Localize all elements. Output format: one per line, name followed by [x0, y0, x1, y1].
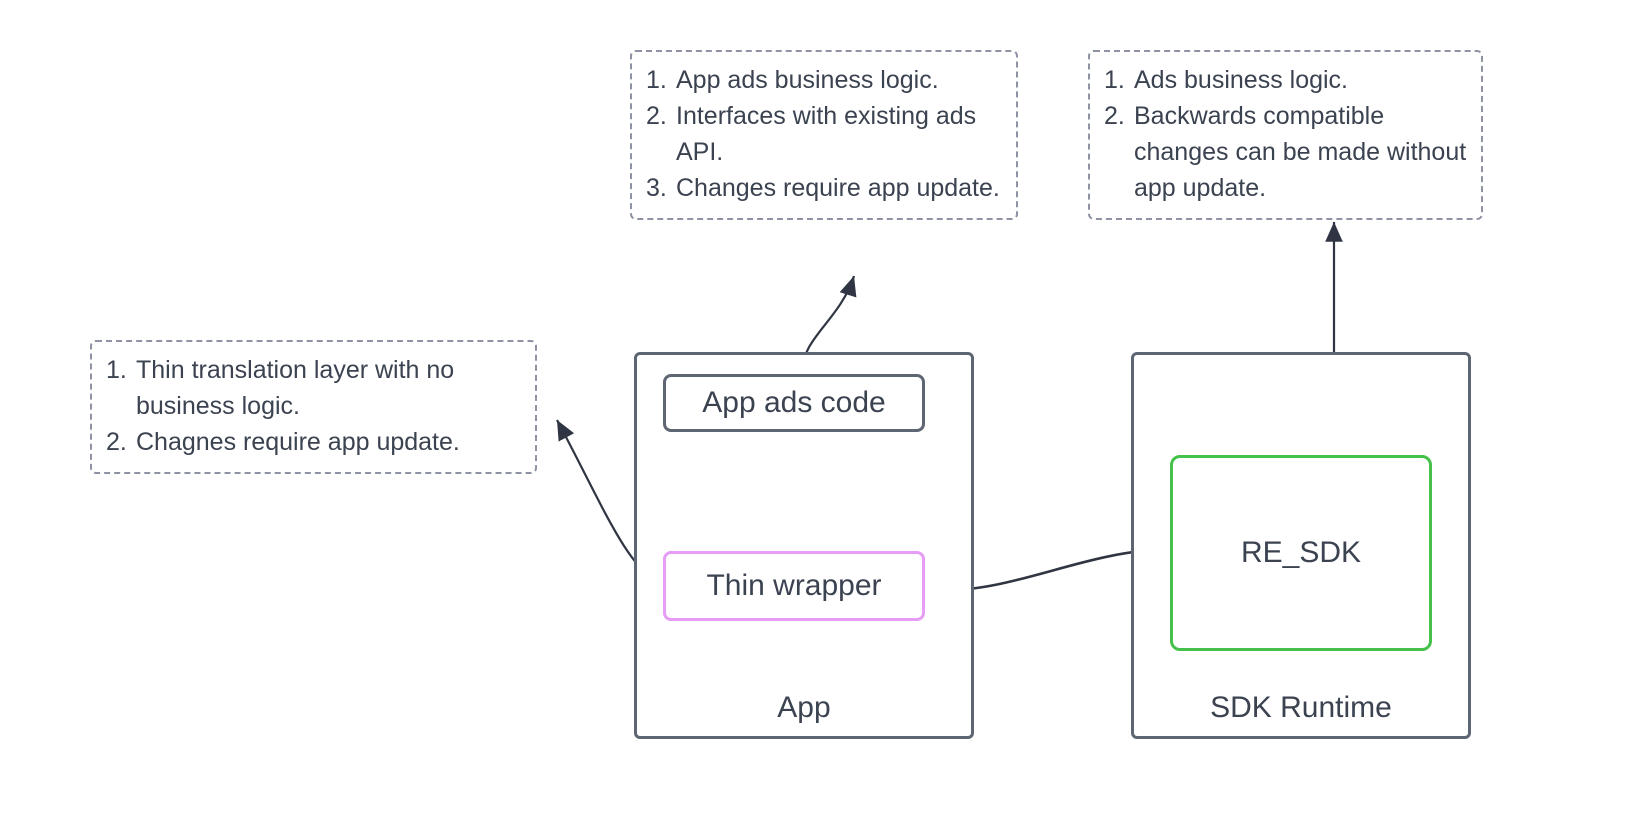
thin-wrapper-note-list: Thin translation layer with no business …	[106, 352, 521, 460]
re-sdk-note-list: Ads business logic. Backwards compatible…	[1104, 62, 1467, 206]
node-thin-wrapper[interactable]: Thin wrapper	[663, 551, 925, 621]
note-item: Interfaces with existing ads API.	[646, 98, 977, 166]
thin-wrapper-note: Thin translation layer with no business …	[90, 340, 537, 474]
node-thin-wrapper-label: Thin wrapper	[706, 569, 882, 602]
node-app-ads-code-label: App ads code	[702, 386, 886, 419]
node-re-sdk-label: RE_SDK	[1240, 536, 1362, 569]
note-item: App ads business logic.	[646, 62, 939, 98]
app-ads-code-note: App ads business logic. Interfaces with …	[630, 50, 1018, 220]
app-ads-code-note-list: App ads business logic. Interfaces with …	[646, 62, 1002, 206]
note-item: Thin translation layer with no business …	[106, 352, 455, 420]
re-sdk-note: Ads business logic. Backwards compatible…	[1088, 50, 1483, 220]
node-re-sdk[interactable]: RE_SDK	[1170, 455, 1432, 651]
note-item: Ads business logic.	[1104, 62, 1349, 98]
note-item: Changes require app update.	[646, 170, 1000, 206]
sdk-runtime-container-label: SDK Runtime	[1210, 691, 1392, 724]
node-app-ads-code[interactable]: App ads code	[663, 374, 925, 432]
app-container-label: App	[777, 691, 831, 724]
note-item: Backwards compatible changes can be made…	[1104, 98, 1467, 202]
note-item: Chagnes require app update.	[106, 424, 460, 460]
